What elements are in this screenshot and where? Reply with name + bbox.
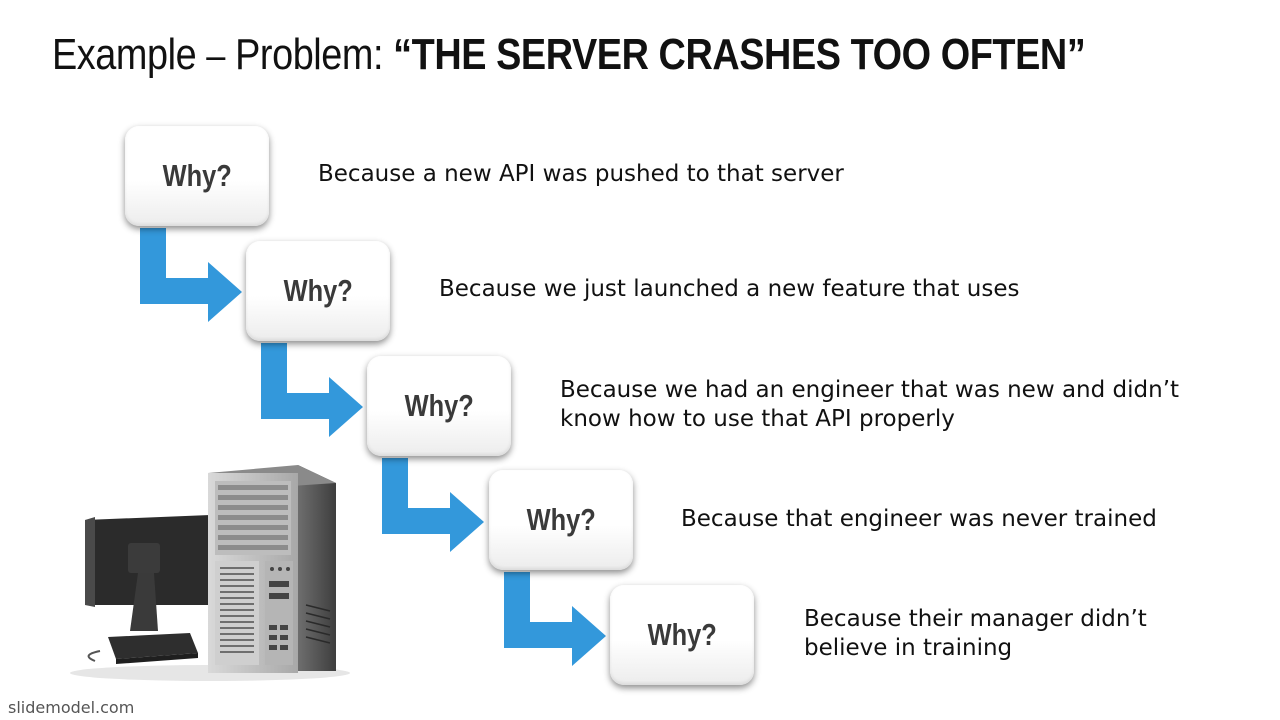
- why-label: Why?: [162, 158, 232, 193]
- footer-watermark: slidemodel.com: [8, 698, 135, 717]
- reason-text-1: Because a new API was pushed to that ser…: [318, 161, 844, 187]
- page-title: Example – Problem: “THE SERVER CRASHES T…: [52, 30, 1086, 80]
- reason-text-4: Because that engineer was never trained: [681, 506, 1157, 532]
- reason-text-2: Because we just launched a new feature t…: [439, 276, 1020, 302]
- why-box-5: Why?: [610, 585, 754, 685]
- why-label: Why?: [647, 617, 717, 652]
- arrow-connector-4: [504, 572, 606, 666]
- title-dash: –: [206, 34, 226, 78]
- why-box-4: Why?: [489, 470, 633, 570]
- why-box-1: Why?: [125, 126, 269, 226]
- title-prefix: Example: [52, 30, 197, 79]
- why-box-3: Why?: [367, 356, 511, 456]
- why-label: Why?: [283, 273, 353, 308]
- arrow-connector-2: [261, 343, 363, 437]
- title-quote: “THE SERVER CRASHES TOO OFTEN”: [393, 30, 1086, 79]
- why-label: Why?: [404, 388, 474, 423]
- desktop-computer-icon: [70, 465, 350, 681]
- reason-text-3: Because we had an engineer that was new …: [560, 377, 1180, 432]
- arrow-connector-1: [140, 228, 242, 322]
- why-box-2: Why?: [246, 241, 390, 341]
- arrow-connector-3: [382, 458, 484, 552]
- why-label: Why?: [526, 502, 596, 537]
- title-middle: Problem:: [235, 30, 394, 79]
- reason-text-5: Because their manager didn’t believe in …: [804, 606, 1147, 661]
